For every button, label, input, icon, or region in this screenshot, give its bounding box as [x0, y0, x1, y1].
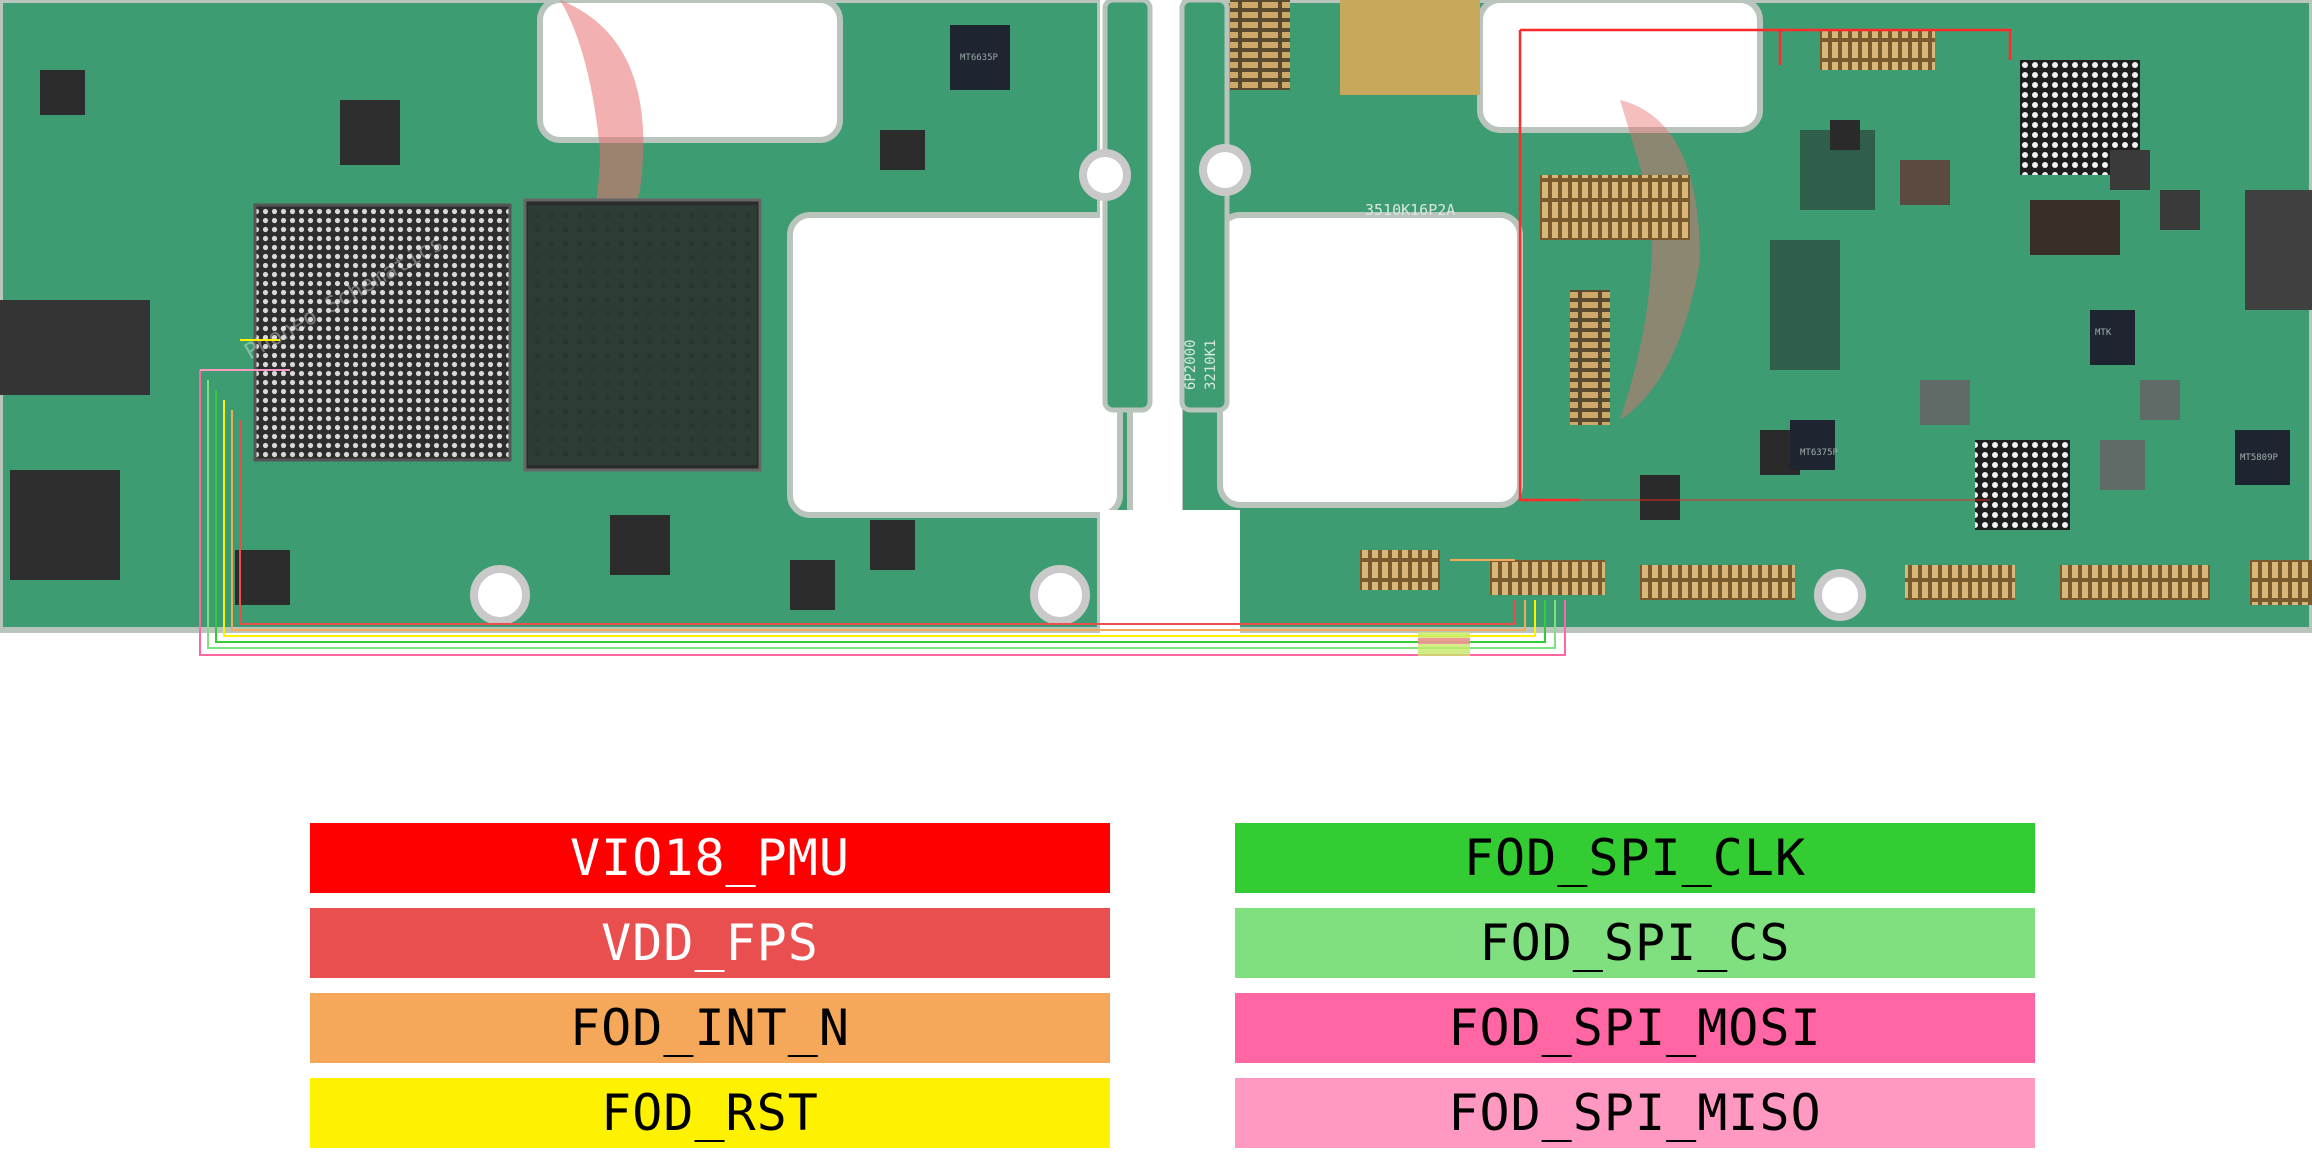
- legend-fod-rst: FOD_RST: [310, 1078, 1110, 1148]
- svg-text:MT5809P: MT5809P: [2240, 453, 2279, 463]
- signal-traces: [199, 339, 1566, 656]
- soc-bga: [253, 203, 512, 462]
- flex-strip-left: [1102, 0, 1153, 413]
- svg-text:MT6375P: MT6375P: [1800, 448, 1839, 458]
- legend-vdd-fps: VDD_FPS: [310, 908, 1110, 978]
- legend-fod-spi-mosi: FOD_SPI_MOSI: [1235, 993, 2035, 1063]
- cutout-center-left: [787, 212, 1123, 518]
- pcb-board-image: MT6635P 3510K16P2A 6P2000 3210K1 MT6375P…: [0, 0, 2312, 656]
- svg-text:MTK: MTK: [2095, 328, 2112, 338]
- cutout-top-right: [1477, 0, 1763, 133]
- legend-fod-int-n: FOD_INT_N: [310, 993, 1110, 1063]
- cutout-center-right: [1217, 212, 1523, 508]
- flex-marking-2: 3210K1: [1203, 339, 1219, 390]
- svg-text:MT6635P: MT6635P: [960, 53, 999, 63]
- board-marking: 3510K16P2A: [1365, 201, 1455, 219]
- legend-fod-spi-cs: FOD_SPI_CS: [1235, 908, 2035, 978]
- flex-strip-right: [1179, 0, 1230, 413]
- flex-marking: 6P2000: [1183, 339, 1199, 390]
- mount-hole: [470, 565, 530, 625]
- legend-fod-spi-miso: FOD_SPI_MISO: [1235, 1078, 2035, 1148]
- legend-vio18-pmu: VIO18_PMU: [310, 823, 1110, 893]
- legend-fod-spi-clk: FOD_SPI_CLK: [1235, 823, 2035, 893]
